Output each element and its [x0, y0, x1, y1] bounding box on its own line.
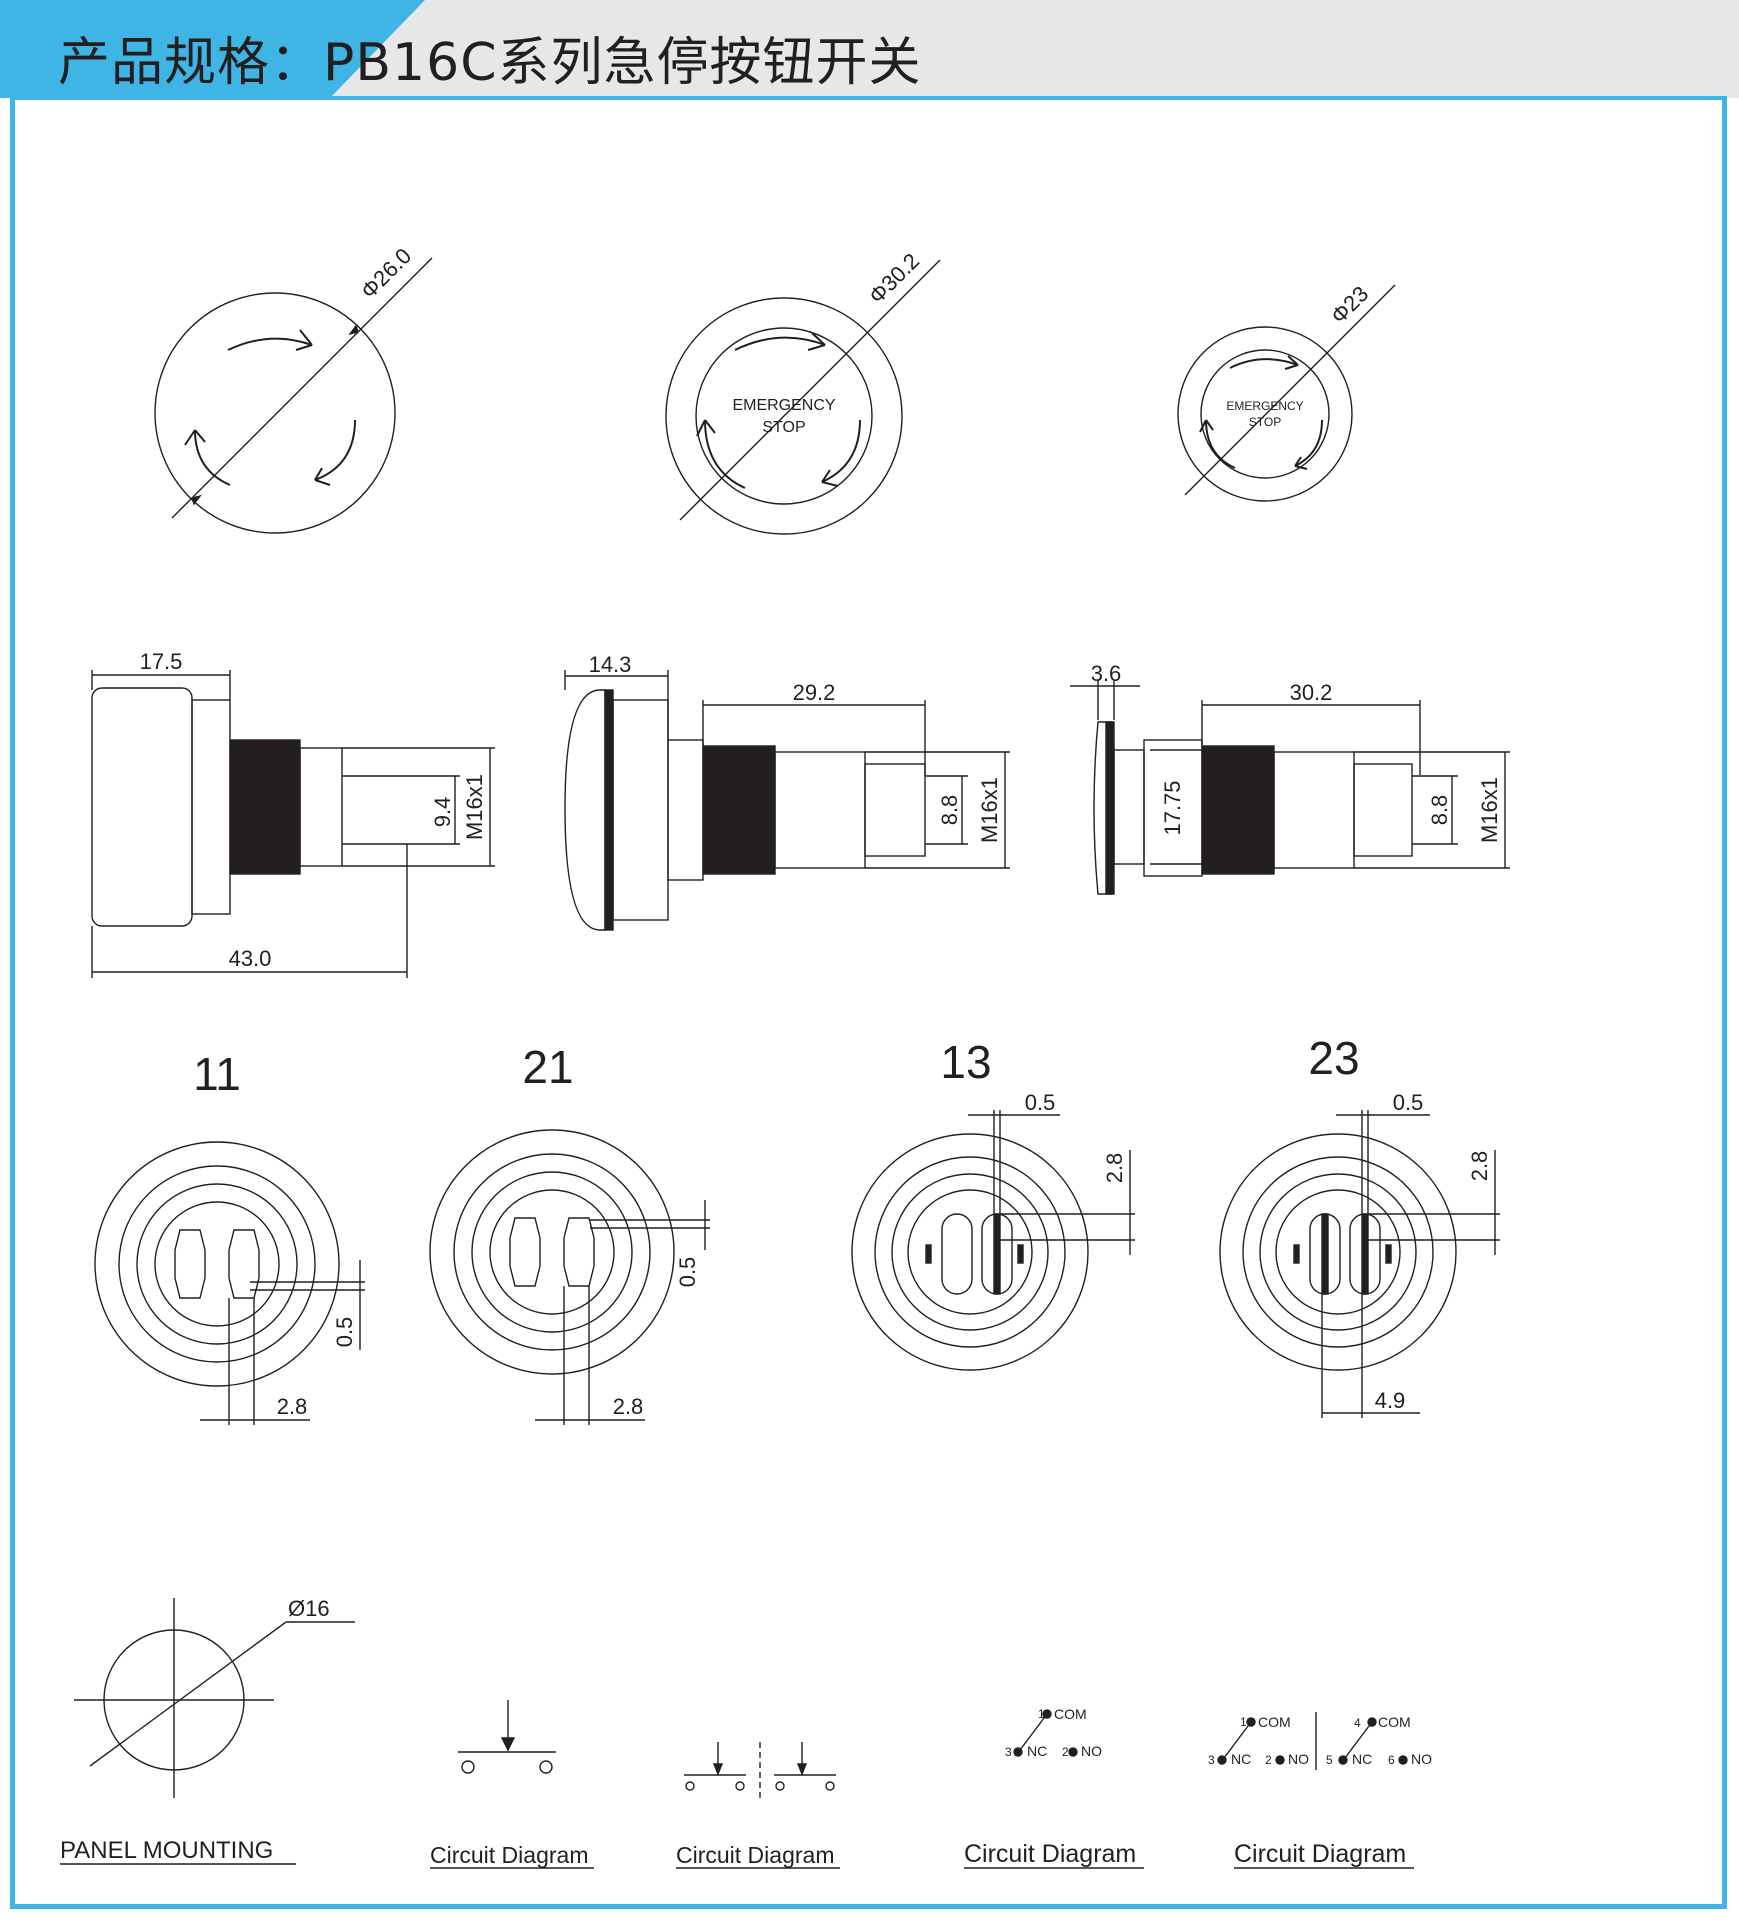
- page-title: 产品规格：PB16C系列急停按钮开关: [58, 33, 922, 93]
- v23-spacing-label: 4.9: [1375, 1388, 1406, 1413]
- c3-terminal-3: 3: [1005, 1745, 1012, 1759]
- bezel-height-3-label: 17.75: [1160, 780, 1185, 835]
- circuit-caption-3: Circuit Diagram: [964, 1840, 1136, 1868]
- small-emergency-line2: STOP: [1249, 415, 1281, 429]
- v23-height-label: 2.8: [1467, 1151, 1492, 1182]
- c4-terminal-5: 5: [1326, 1753, 1333, 1767]
- circuit-caption-4: Circuit Diagram: [1234, 1840, 1406, 1868]
- panel-mounting-label: PANEL MOUNTING: [60, 1837, 273, 1864]
- circuit-caption-1: Circuit Diagram: [430, 1842, 588, 1868]
- c3-terminal-2: 2: [1062, 1745, 1069, 1759]
- panel-mounting: Ø16 PANEL MOUNTING: [60, 1596, 355, 1865]
- v21-gap-label: 0.5: [675, 1257, 700, 1288]
- top-view-mushroom: Φ26.0: [154, 243, 433, 534]
- head-depth-1-label: 17.5: [140, 649, 183, 674]
- c4-terminal-2: 2: [1265, 1753, 1272, 1767]
- top-view-small: EMERGENCY STOP Φ23: [1177, 281, 1396, 502]
- c3-com-label: COM: [1054, 1706, 1087, 1722]
- c4-no2-label: NO: [1411, 1751, 1432, 1767]
- small-diameter-label: Φ23: [1326, 281, 1373, 328]
- bottom-view-11: 11 0.5 2.8: [94, 1048, 365, 1425]
- small-emergency-line1: EMERGENCY: [1226, 399, 1303, 413]
- c3-no-label: NO: [1081, 1743, 1102, 1759]
- c4-terminal-3: 3: [1208, 1753, 1215, 1767]
- v23-gap-label: 0.5: [1393, 1090, 1424, 1115]
- head-depth-3-label: 3.6: [1091, 661, 1122, 686]
- v13-gap-label: 0.5: [1025, 1090, 1056, 1115]
- v13-height-label: 2.8: [1102, 1153, 1127, 1184]
- c4-terminal-4: 4: [1354, 1716, 1361, 1730]
- v21-width-label: 2.8: [613, 1394, 644, 1419]
- v11-width-label: 2.8: [277, 1394, 308, 1419]
- c3-terminal-1: 1: [1038, 1707, 1045, 1721]
- c4-terminal-6: 6: [1388, 1753, 1395, 1767]
- top-view-emergency: EMERGENCY STOP Φ30.2: [665, 248, 941, 535]
- c3-nc-label: NC: [1027, 1743, 1047, 1759]
- body-length-2-label: 29.2: [793, 680, 836, 705]
- c4-com1-label: COM: [1258, 1714, 1291, 1730]
- emergency-text-line1: EMERGENCY: [732, 397, 835, 414]
- c4-nc1-label: NC: [1231, 1751, 1251, 1767]
- view-11-label: 11: [193, 1048, 241, 1100]
- bottom-view-23: 23 0.5 2.8 4.9: [1219, 1032, 1500, 1418]
- side-view-emergency: 14.3 29.2 8.8 M16x1: [564, 652, 1010, 931]
- view-23-label: 23: [1308, 1032, 1359, 1084]
- pin-spacing-3-label: 8.8: [1427, 795, 1452, 826]
- mushroom-diameter-label: Φ26.0: [356, 243, 416, 303]
- content-frame: [10, 96, 1727, 1909]
- thread-1-label: M16x1: [462, 774, 487, 840]
- emergency-diameter-label: Φ30.2: [864, 248, 924, 308]
- pin-spacing-1-label: 9.4: [430, 797, 455, 828]
- overall-length-label: 43.0: [229, 946, 272, 971]
- emergency-text-line2: STOP: [762, 419, 805, 436]
- circuit-caption-2: Circuit Diagram: [676, 1842, 834, 1868]
- c4-com2-label: COM: [1378, 1714, 1411, 1730]
- thread-2-label: M16x1: [977, 777, 1002, 843]
- circuit-diagram-2: Circuit Diagram: [676, 1742, 840, 1869]
- view-13-label: 13: [940, 1036, 991, 1088]
- v11-gap-label: 0.5: [332, 1317, 357, 1348]
- bottom-view-21: 21 0.5 2.8: [429, 1041, 710, 1425]
- thread-3-label: M16x1: [1477, 777, 1502, 843]
- head-depth-2-label: 14.3: [589, 652, 632, 677]
- c4-nc2-label: NC: [1352, 1751, 1372, 1767]
- circuit-diagram-4: 1 COM 3 NC 2 NO 4 COM 5 NC 6 NO Circuit …: [1208, 1712, 1432, 1869]
- view-21-label: 21: [522, 1041, 573, 1093]
- panel-hole-label: Ø16: [288, 1596, 330, 1621]
- c4-no1-label: NO: [1288, 1751, 1309, 1767]
- body-length-3-label: 30.2: [1290, 680, 1333, 705]
- side-view-mushroom: 17.5 43.0 9.4 M16x1: [91, 649, 495, 978]
- side-view-flat: 3.6 30.2 17.75 8.8 M16x1: [1070, 661, 1510, 895]
- circuit-diagram-1: Circuit Diagram: [430, 1700, 594, 1869]
- c4-terminal-1: 1: [1240, 1715, 1247, 1729]
- circuit-diagram-3: 1 COM 3 NC 2 NO Circuit Diagram: [964, 1706, 1144, 1869]
- pin-spacing-2-label: 8.8: [937, 795, 962, 826]
- bottom-view-13: 13 0.5 2.8: [851, 1036, 1135, 1371]
